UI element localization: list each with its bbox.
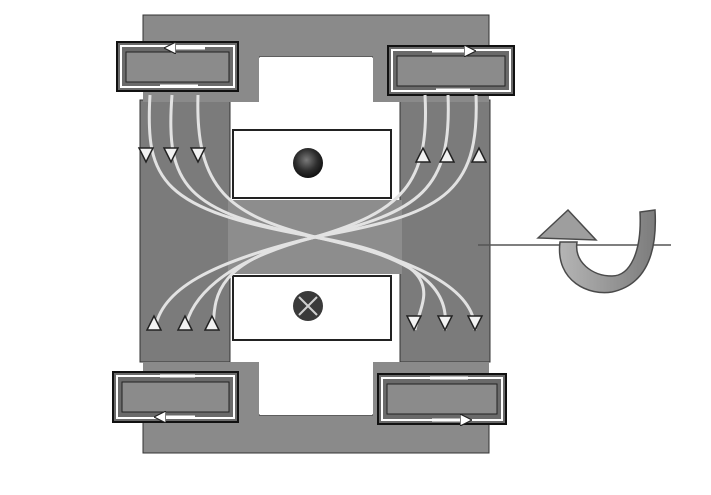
flux-lines (147, 94, 478, 331)
arrowhead-up (470, 146, 488, 163)
arrowhead-down (436, 315, 454, 332)
arrowhead-up (438, 146, 456, 163)
flux-line (211, 94, 478, 331)
gap-top-center (260, 57, 372, 100)
arrowhead-up (414, 146, 432, 163)
arrowhead-down (137, 147, 155, 164)
arrowhead-down (466, 315, 484, 332)
coil-top-right (387, 45, 515, 96)
arrowhead-down (405, 315, 423, 332)
arrowhead-down (162, 147, 180, 164)
lower-slot-window (232, 275, 392, 341)
coil-bottom-right (377, 373, 507, 424)
coil-top-left (116, 41, 239, 92)
arrowhead-down (189, 147, 207, 164)
cross-in-circle-icon (293, 291, 323, 321)
coil-bottom-left (112, 371, 239, 423)
lower-slot (232, 275, 392, 341)
dot-in-circle-icon (293, 148, 323, 178)
curved-rotation-arrow-icon (536, 208, 657, 294)
upper-slot (232, 129, 392, 199)
arrowhead-up (203, 314, 221, 331)
arrowhead-up (145, 314, 163, 331)
flux-arrowheads (137, 146, 488, 332)
gap-bottom-center (260, 372, 372, 415)
arrowhead-up (176, 314, 194, 331)
